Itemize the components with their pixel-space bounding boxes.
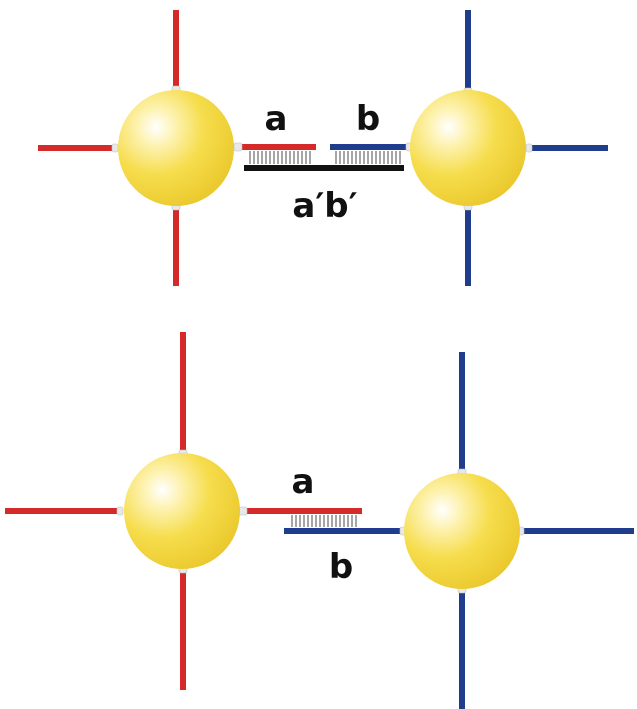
top-left-gold-particle <box>118 90 234 206</box>
top-strand-a <box>242 144 316 150</box>
top-left-strand-left <box>38 145 114 151</box>
top-base-pairs-a <box>249 151 311 164</box>
top-linker-strand <box>244 165 404 171</box>
top-right-gold-particle <box>410 90 526 206</box>
top-base-pairs-b <box>335 151 401 164</box>
top-right-strand-right <box>530 145 608 151</box>
bottom-left-strand-left <box>5 508 119 514</box>
bottom-left-gold-particle <box>124 453 240 569</box>
top-left-connector-right <box>233 142 243 152</box>
bottom-label-b: b <box>329 547 353 587</box>
bottom-panel: a b <box>5 332 634 709</box>
top-panel: a b a′b′ <box>38 10 608 286</box>
top-left-strand-down <box>173 208 179 286</box>
bottom-left-strand-down <box>180 572 186 690</box>
bottom-right-strand-up <box>459 352 465 470</box>
bottom-left-connector-left <box>116 506 124 516</box>
top-label-complement: a′b′ <box>292 186 357 226</box>
bottom-right-gold-particle <box>404 473 520 589</box>
top-right-connector-right <box>525 143 533 153</box>
bottom-strand-a <box>246 508 362 514</box>
bottom-left-strand-up <box>180 332 186 450</box>
bottom-left-connector-right <box>238 506 248 516</box>
bottom-label-a: a <box>292 462 315 502</box>
bottom-right-strand-right <box>522 528 634 534</box>
top-label-a: a <box>265 99 288 139</box>
top-right-strand-up <box>465 10 471 90</box>
top-right-strand-down <box>465 208 471 286</box>
bottom-left-particle-strands <box>5 332 362 690</box>
bottom-right-strand-down <box>459 592 465 709</box>
top-left-connector-left <box>111 143 119 153</box>
bottom-base-pairs <box>291 515 357 527</box>
top-left-strand-up <box>173 10 179 88</box>
bottom-strand-b <box>284 528 402 534</box>
top-strand-b <box>330 144 408 150</box>
top-label-b: b <box>356 99 380 139</box>
